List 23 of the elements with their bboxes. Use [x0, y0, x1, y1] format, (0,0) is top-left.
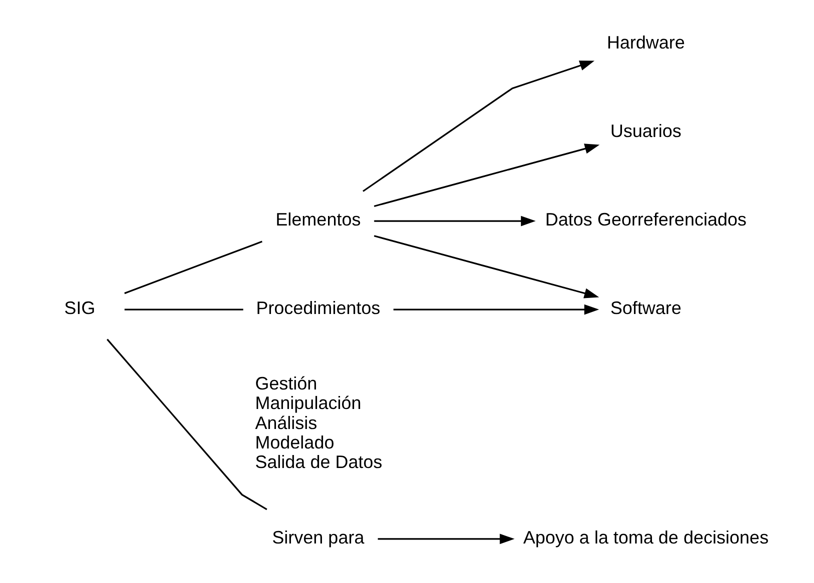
arrow	[374, 216, 536, 226]
label: Salida de Datos	[254, 452, 382, 472]
node-text: Procedimientos	[256, 298, 380, 318]
connector	[106, 338, 267, 510]
node-text: SIG	[64, 298, 95, 318]
node-text: Usuarios	[610, 121, 681, 142]
arrow	[373, 235, 599, 298]
node-text: Datos Georreferenciados	[544, 210, 746, 230]
node-text: Software	[610, 298, 681, 318]
node-text: Hardware	[606, 32, 684, 53]
node-text: Sirven para	[272, 528, 364, 548]
label: Gestión	[254, 373, 317, 394]
label: Análisis	[254, 412, 317, 433]
arrow	[392, 304, 599, 315]
arrow	[373, 144, 600, 208]
arrow	[377, 534, 514, 544]
label: Modelado	[254, 432, 334, 452]
connector	[124, 240, 262, 294]
connector	[124, 308, 243, 310]
node-text: Elementos	[275, 210, 360, 230]
node-text: Apoyo a la toma de decisiones	[522, 528, 768, 548]
arrow	[362, 60, 594, 192]
label: Manipulación	[254, 393, 361, 414]
